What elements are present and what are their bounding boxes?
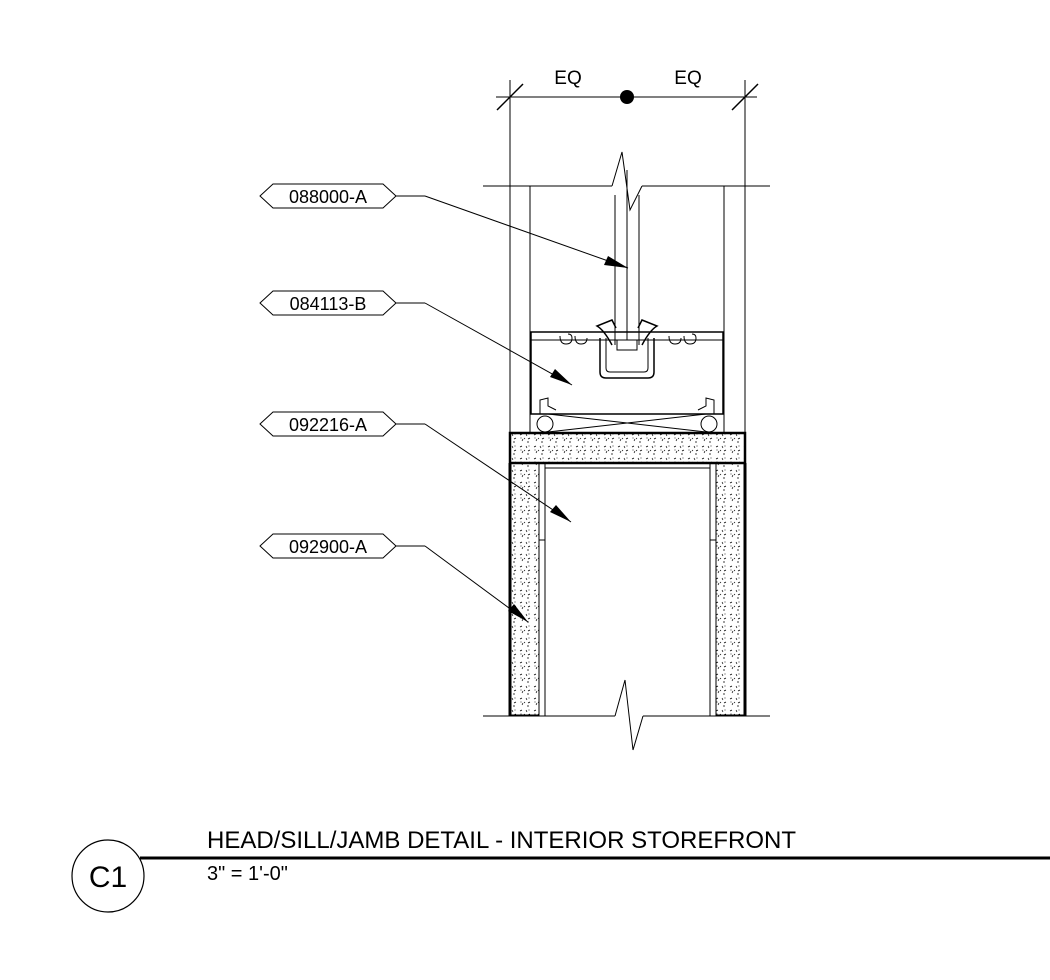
keynote-label: 092216-A [289, 415, 367, 435]
keynote-tag-088000-a: 088000-A [259, 183, 397, 209]
dimension-string: EQ EQ [496, 68, 759, 432]
glass-panel [611, 151, 643, 345]
detail-scale: 3" = 1'-0" [207, 863, 288, 885]
detail-title-block: C1 HEAD/SILL/JAMB DETAIL - INTERIOR STOR… [71, 827, 1050, 913]
detail-title: HEAD/SILL/JAMB DETAIL - INTERIOR STOREFR… [207, 827, 796, 854]
centerline-dot [620, 90, 634, 104]
storefront-frame [530, 319, 724, 433]
opening-outline [483, 185, 770, 432]
wall-assembly [483, 462, 770, 751]
keynote-label: 084113-B [290, 294, 367, 314]
dimension-label-left: EQ [554, 68, 581, 89]
detail-id: C1 [89, 861, 127, 894]
detail-bubble [71, 839, 145, 913]
keynote-tag-092900-a: 092900-A [259, 533, 397, 559]
keynote-tag-084113-b: 084113-B [259, 290, 397, 316]
head-gypsum [508, 431, 747, 465]
dimension-label-right: EQ [674, 68, 701, 89]
keynote-label: 092900-A [289, 537, 367, 557]
keynote-tag-092216-a: 092216-A [259, 411, 397, 437]
keynote-label: 088000-A [289, 187, 367, 207]
keynote-leaders [396, 195, 629, 623]
